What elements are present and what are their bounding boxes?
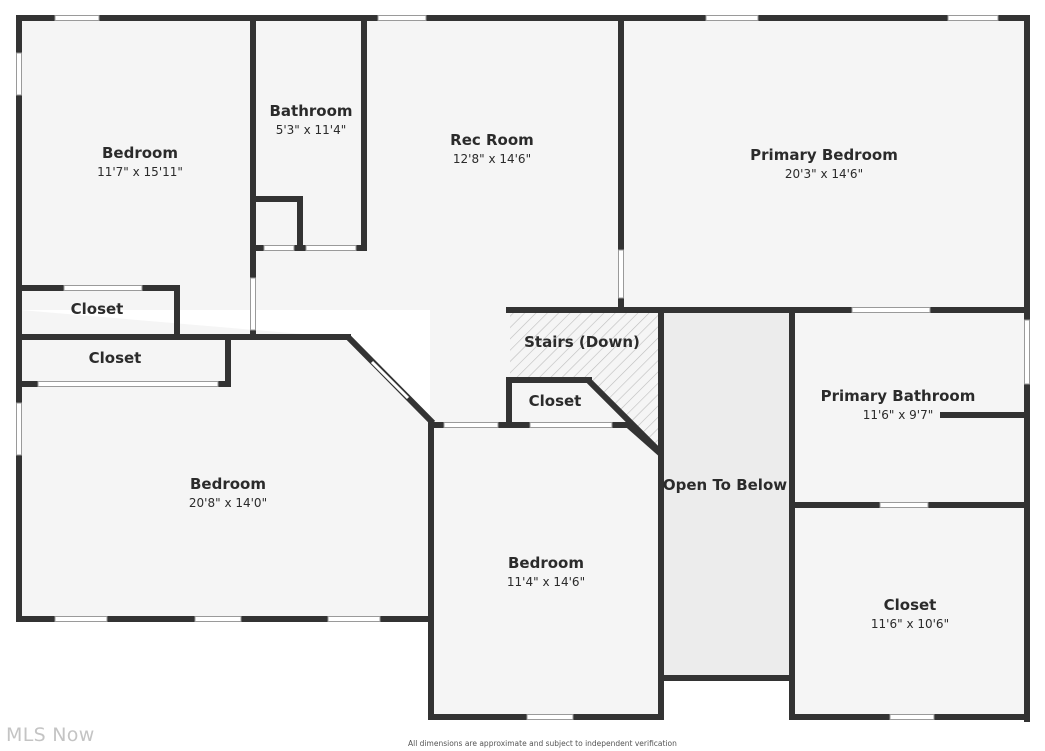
room-dims-bedroom-nw: 11'7" x 15'11" <box>97 165 183 179</box>
wall-open-west <box>658 310 664 720</box>
floor-areas <box>20 20 1026 718</box>
opening <box>879 502 929 508</box>
door-openings <box>37 245 931 508</box>
room-name-rec-room: Rec Room <box>450 131 534 149</box>
wall-bath-linen-top <box>253 196 303 202</box>
room-name-bedroom-sw: Bedroom <box>190 475 266 493</box>
room-name-closet-2: Closet <box>89 349 142 367</box>
window <box>54 15 100 21</box>
opening-diagonal <box>370 360 410 400</box>
wall-center-west <box>428 422 434 720</box>
disclaimer-text: All dimensions are approximate and subje… <box>408 739 677 748</box>
window <box>947 15 999 21</box>
wall-open-south <box>658 675 795 681</box>
window <box>377 15 427 21</box>
wall-rec-east <box>618 18 624 313</box>
room-name-closet-1: Closet <box>71 300 124 318</box>
east-rooms-floor <box>792 310 1026 718</box>
opening <box>63 285 143 291</box>
upper-floor-area <box>20 20 1026 310</box>
room-name-stairs: Stairs (Down) <box>524 333 640 351</box>
room-name-open-to-below: Open To Below <box>663 476 787 494</box>
wall-closet3-west <box>506 377 512 427</box>
window <box>16 402 22 456</box>
opening <box>443 422 499 428</box>
window <box>54 616 108 622</box>
room-dims-bedroom-sw: 20'8" x 14'0" <box>189 496 267 510</box>
window <box>327 616 381 622</box>
wall-mid-divider <box>18 334 351 340</box>
open-to-below-floor <box>662 312 792 678</box>
wall-closet3-top <box>506 377 592 383</box>
opening <box>851 307 931 313</box>
opening <box>250 277 256 331</box>
wall-bath-linen-side <box>297 196 303 251</box>
room-dims-rec-room: 12'8" x 14'6" <box>453 152 531 166</box>
room-name-closet-3: Closet <box>529 392 582 410</box>
room-dims-closet-se: 11'6" x 10'6" <box>871 617 949 631</box>
window <box>16 52 22 96</box>
room-dims-primary-bedroom: 20'3" x 14'6" <box>785 167 863 181</box>
stairs-hatch <box>510 313 660 450</box>
windows <box>16 15 1030 720</box>
opening <box>263 245 295 251</box>
window <box>705 15 759 21</box>
wall-closet1-side <box>174 285 180 338</box>
window <box>1024 319 1030 385</box>
opening <box>618 249 624 299</box>
opening <box>529 422 613 428</box>
wall-hall-south <box>506 307 1028 313</box>
wall-closet3-diagonal <box>626 422 664 458</box>
room-name-closet-se: Closet <box>884 596 937 614</box>
wall-north <box>16 15 1030 21</box>
watermark-logo: MLS Now <box>6 724 95 746</box>
wall-bedroom-nw-east <box>250 18 256 336</box>
room-dims-primary-bathroom: 11'6" x 9'7" <box>863 408 934 422</box>
window <box>194 616 242 622</box>
room-dims-bedroom-s: 11'4" x 14'6" <box>507 575 585 589</box>
room-name-primary-bathroom: Primary Bathroom <box>821 387 976 405</box>
room-name-bathroom: Bathroom <box>269 102 352 120</box>
wall-bathroom-east <box>361 18 367 251</box>
wall-closet2-side <box>225 337 231 387</box>
room-labels: Bedroom 11'7" x 15'11" Bathroom 5'3" x 1… <box>71 102 976 631</box>
wall-open-east <box>789 310 795 720</box>
wall-west <box>16 15 22 622</box>
window <box>526 714 574 720</box>
room-name-bedroom-nw: Bedroom <box>102 144 178 162</box>
window <box>889 714 935 720</box>
opening <box>37 381 219 387</box>
room-dims-bathroom: 5'3" x 11'4" <box>276 123 347 137</box>
wall-bath-stub <box>940 412 1028 418</box>
room-name-primary-bedroom: Primary Bedroom <box>750 146 898 164</box>
opening <box>305 245 357 251</box>
room-name-bedroom-s: Bedroom <box>508 554 584 572</box>
